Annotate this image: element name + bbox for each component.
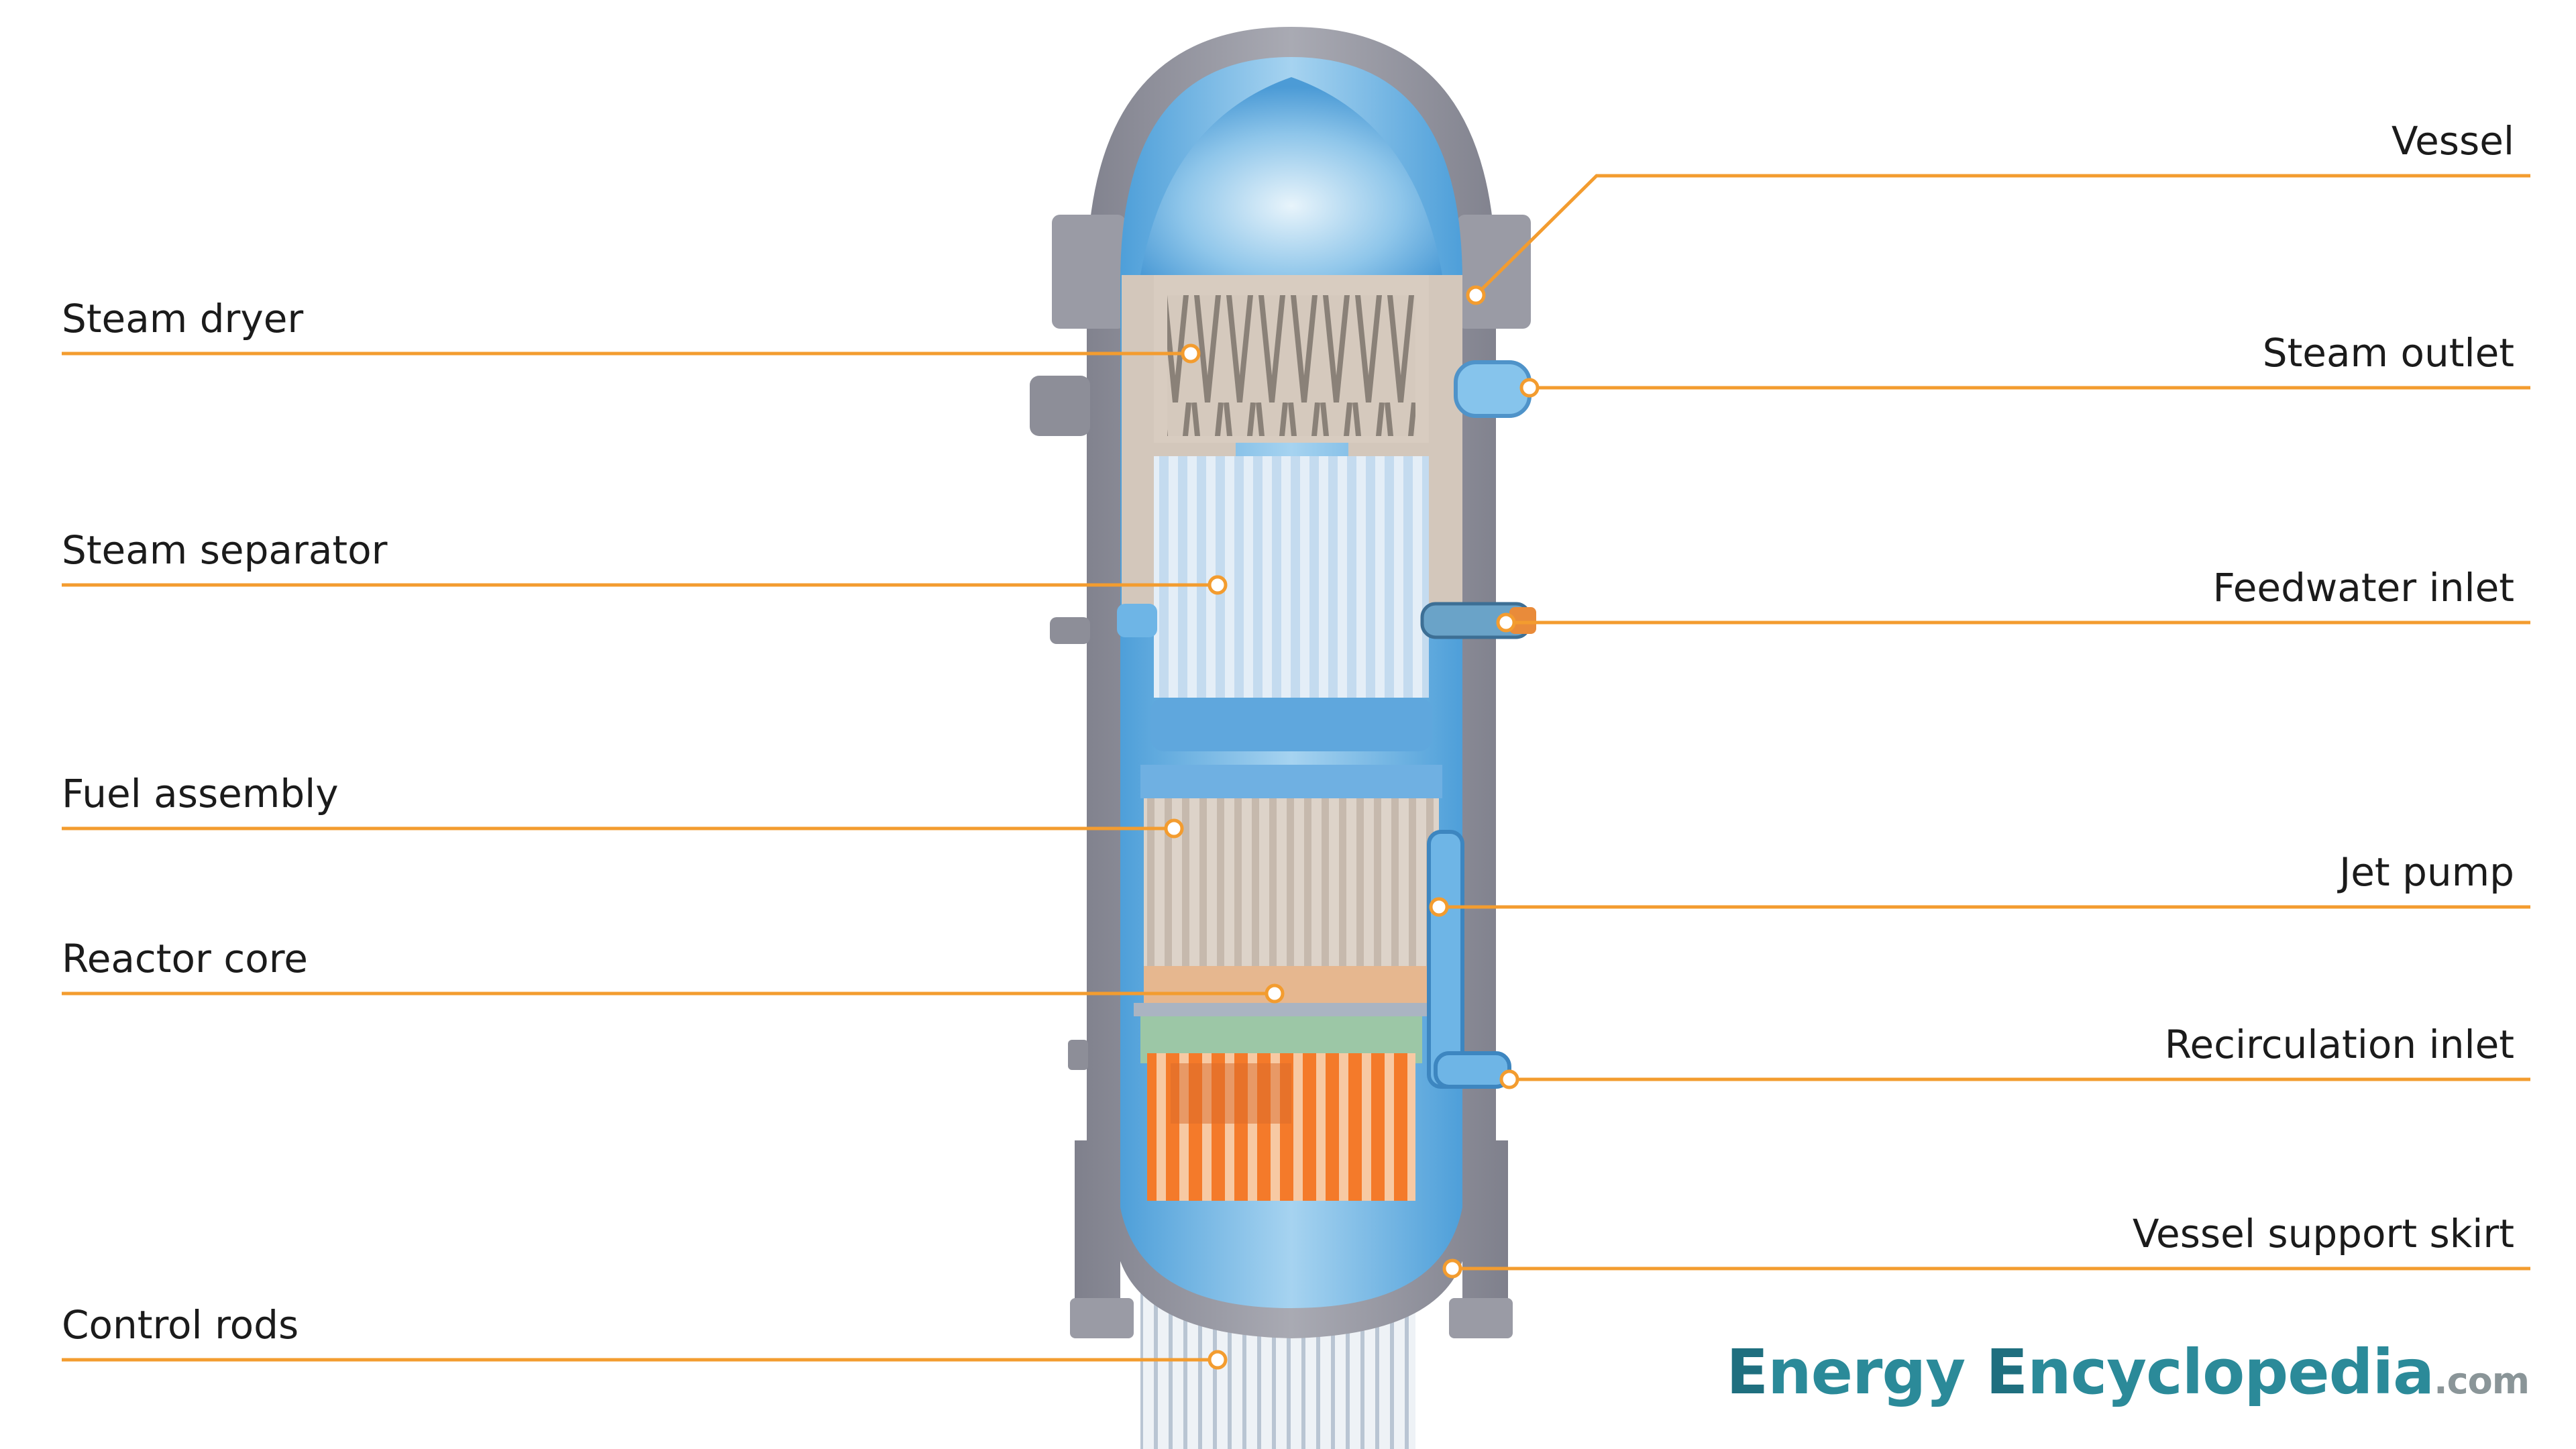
leader-vessel [1476,176,2530,295]
nozzle-left-lower [1068,1040,1088,1070]
dot-steam-dryer [1183,345,1199,362]
dot-fuel-assembly [1166,820,1182,837]
support-skirt-right [1449,1298,1513,1338]
steam-separator [1154,456,1429,698]
guide-shadow [1171,1063,1291,1124]
support-skirt-left [1070,1298,1134,1338]
nozzle-left [1030,376,1090,436]
label-feedwater-inlet: Feedwater inlet [2213,568,2514,607]
label-recirculation-inlet: Recirculation inlet [2165,1025,2514,1064]
core-plate [1134,1003,1449,1016]
label-steam-outlet: Steam outlet [2263,333,2514,372]
dot-support-skirt [1444,1260,1460,1277]
label-control-rods: Control rods [62,1305,299,1344]
label-jet-pump: Jet pump [2339,853,2514,892]
label-steam-dryer: Steam dryer [62,299,303,338]
label-vessel: Vessel [2392,121,2514,160]
brand-logo: Energy Encyclopedia.com [1726,1342,2529,1403]
steam-outlet-nozzle [1456,362,1529,416]
separator-plenum [1150,698,1432,751]
vessel-flange-left [1052,215,1126,329]
brand-initial-2: E [1986,1336,2027,1408]
jet-pump [1429,832,1462,1087]
vessel-flange-right [1457,215,1531,329]
nozzle-left-small [1050,617,1090,644]
dot-steam-separator [1210,577,1226,593]
dot-steam-outlet [1521,380,1538,396]
dot-reactor-core [1267,985,1283,1002]
brand-word-1: nergy [1768,1336,1986,1408]
dot-feedwater [1498,614,1514,631]
dot-vessel [1468,287,1484,303]
dot-jet-pump [1431,899,1447,915]
brand-word-2: ncyclopedia [2027,1336,2434,1408]
label-reactor-core: Reactor core [62,939,308,978]
top-guide [1140,765,1442,798]
dot-recirculation [1501,1071,1517,1087]
steam-dryer-vanes [1167,295,1415,436]
brand-domain: .com [2434,1360,2529,1402]
feedwater-sparger-left [1117,604,1157,637]
label-vessel-support-skirt: Vessel support skirt [2133,1214,2514,1253]
reactor-core-tips [1144,966,1439,1006]
brand-initial-1: E [1726,1336,1768,1408]
dot-control-rods [1210,1352,1226,1368]
recirculation-nozzle [1436,1053,1509,1087]
label-steam-separator: Steam separator [62,531,387,570]
label-fuel-assembly: Fuel assembly [62,774,339,813]
